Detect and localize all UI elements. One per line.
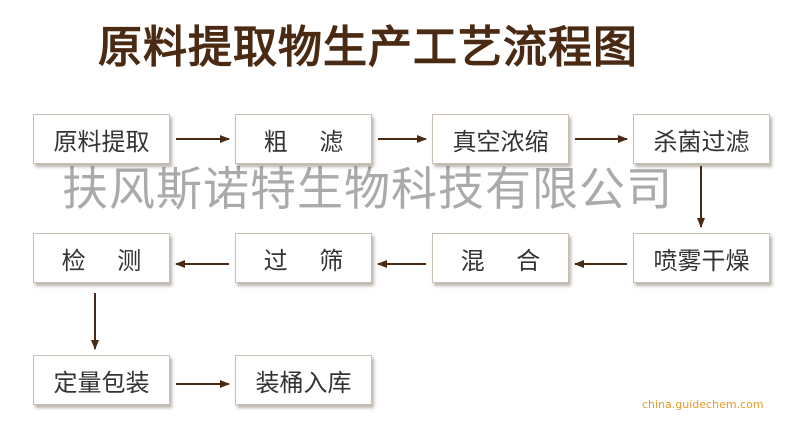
- step-sterilizing-filtration: 杀菌过滤: [633, 114, 770, 164]
- diagram-title: 原料提取物生产工艺流程图: [98, 22, 638, 73]
- step-barreling-warehousing: 装桶入库: [235, 355, 372, 405]
- step-coarse-filtration: 粗 滤: [235, 114, 372, 164]
- source-credit: china.guidechem.com: [642, 398, 764, 411]
- step-mixing: 混 合: [432, 233, 569, 283]
- step-testing: 检 测: [33, 233, 170, 283]
- step-vacuum-concentration: 真空浓缩: [432, 114, 569, 164]
- step-raw-material-extraction: 原料提取: [33, 114, 170, 164]
- step-sieving: 过 筛: [235, 233, 372, 283]
- company-watermark: 扶风斯诺特生物科技有限公司: [62, 162, 673, 216]
- step-spray-drying: 喷雾干燥: [633, 233, 770, 283]
- step-quantitative-packaging: 定量包装: [33, 355, 170, 405]
